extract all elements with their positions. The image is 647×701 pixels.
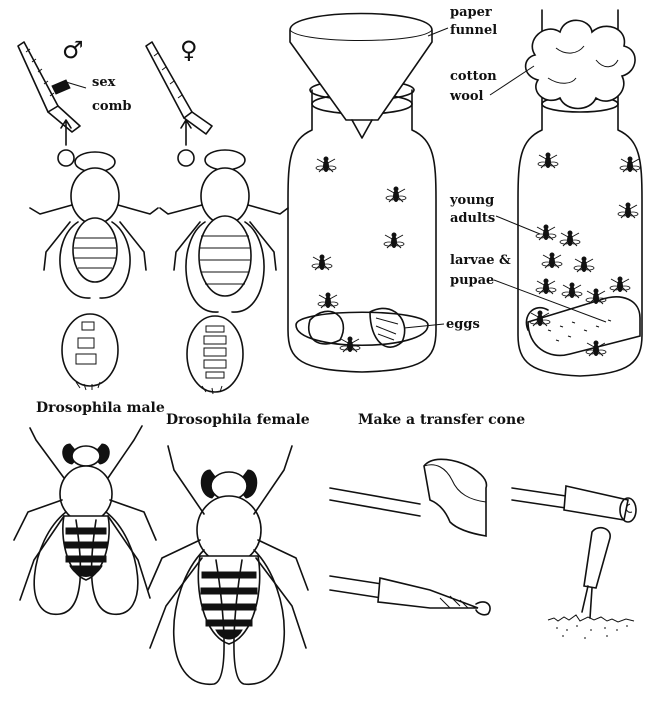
bottle-with-funnel [288, 14, 436, 373]
female-symbol-icon: ♀ [180, 36, 198, 64]
male-leg-segment [18, 42, 58, 112]
fly-in-bottle [574, 257, 594, 273]
drosophila-male-title: Drosophila male [36, 400, 165, 416]
fly-in-bottle [586, 289, 606, 305]
female-fly-top-view [160, 150, 288, 312]
transfer-cone-step2 [512, 486, 636, 522]
larvae-pupae-label-line1: larvae & [450, 253, 511, 268]
large-female-fly [148, 446, 308, 684]
sex-comb-label-line2: comb [92, 99, 131, 114]
young-adults-label-line2: adults [450, 211, 495, 226]
fly-in-bottle [562, 283, 582, 299]
brush-handle [512, 488, 566, 508]
fly-in-bottle [542, 253, 562, 269]
female-leg-panel: ♀ [146, 36, 212, 166]
eggs-label: eggs [446, 317, 480, 332]
leg-highlight-circle [178, 150, 194, 166]
fly-in-bottle [384, 233, 404, 249]
leader-line [404, 324, 444, 328]
cotton-wool-label-line2: wool [449, 89, 484, 104]
brush-handle [330, 488, 420, 516]
transfer-cone-step1 [330, 459, 486, 536]
paper-funnel-label-line2: funnel [450, 23, 497, 38]
food-surface [548, 615, 634, 622]
fly-in-bottle [618, 203, 638, 219]
paper-sheet [424, 459, 486, 536]
fly-in-bottle [316, 157, 336, 173]
brush-handle [330, 576, 382, 598]
drosophila-female-title: Drosophila female [166, 412, 310, 428]
fly-in-bottle [386, 187, 406, 203]
leg-highlight-circle [58, 150, 74, 166]
cotton-wool-label-line1: cotton [450, 69, 497, 84]
male-leg-panel: ♂ sex comb [18, 36, 131, 166]
larvae-pupae-label-line2: pupae [450, 273, 494, 288]
bottle-with-cotton [518, 10, 642, 376]
paper-funnel-label-line1: paper [450, 5, 492, 20]
transfer-cone-step4 [548, 528, 634, 638]
fly-in-bottle [536, 225, 556, 241]
fly-in-bottle [538, 153, 558, 169]
paper-cone [584, 528, 610, 588]
fly-in-bottle [318, 293, 338, 309]
female-pupa [187, 316, 243, 394]
food-dish [296, 312, 428, 345]
fly-in-bottle [620, 157, 640, 173]
fly-in-bottle [312, 255, 332, 271]
arrow-up-icon [181, 120, 191, 145]
larvae-paper-strip [528, 297, 640, 355]
male-fly-top-view [30, 152, 158, 298]
rolled-paper [564, 486, 628, 520]
male-pupa [62, 314, 118, 390]
transfer-cone-title: Make a transfer cone [358, 412, 525, 428]
fly-in-bottle [610, 277, 630, 293]
male-symbol-icon: ♂ [62, 36, 84, 64]
bottle-body [288, 90, 436, 372]
fly-in-bottle [560, 231, 580, 247]
cotton-plug-icon [526, 20, 635, 108]
sex-comb-label-line1: sex [92, 75, 116, 90]
young-adults-label-line1: young [449, 193, 494, 208]
transfer-cone-step3 [330, 576, 490, 615]
fly-in-bottle [536, 279, 556, 295]
large-male-fly [14, 426, 156, 614]
